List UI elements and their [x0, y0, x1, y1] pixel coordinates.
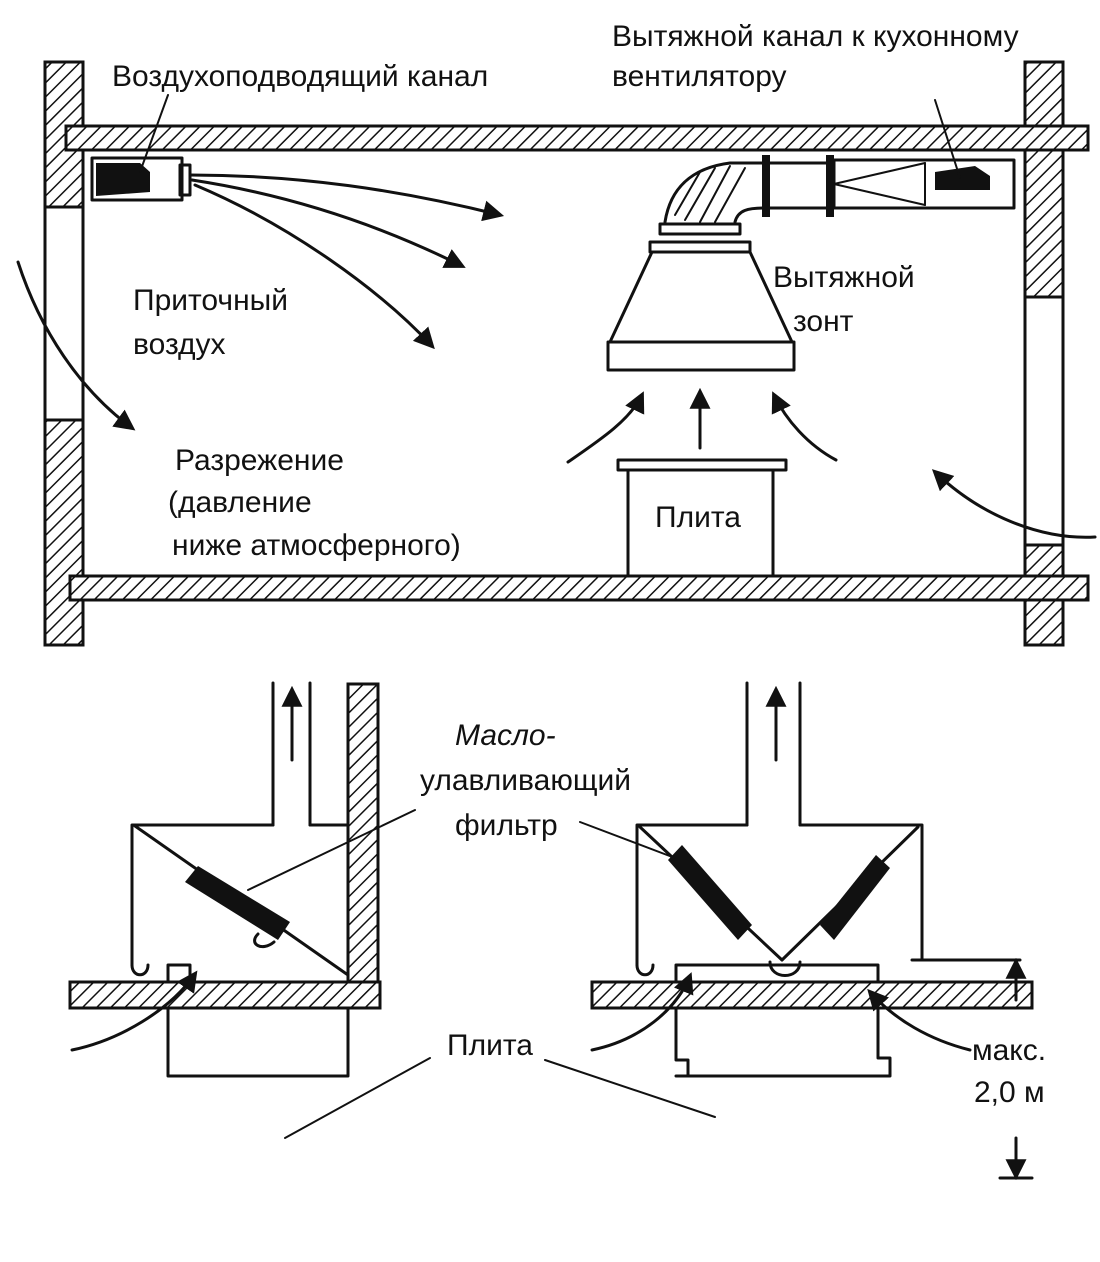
exhaust-duct: [663, 155, 1016, 224]
supply-duct-leader: [139, 94, 169, 173]
max-height-label-1: макс.: [972, 1034, 1046, 1067]
supply-duct: [90, 156, 192, 202]
exhaust-duct-label-1: Вытяжной канал к кухонному: [612, 20, 1019, 53]
right-inflow-arrow: [931, 469, 1097, 539]
stove-top-scene: [616, 458, 788, 578]
floor-slab: [68, 574, 1090, 602]
right-wall: [1023, 60, 1065, 299]
exhaust-hood: [606, 222, 796, 372]
hood-label-1: Вытяжной: [773, 261, 915, 294]
left-wall-lower: [43, 418, 85, 647]
max-height-label-2: 2,0 м: [974, 1076, 1045, 1109]
bottom-left-wall: [346, 682, 380, 984]
filter-label-1: Масло-: [455, 719, 556, 752]
top-scene: Воздухоподводящий канал Вытяжной канал к…: [16, 20, 1097, 647]
exhaust-duct-leader: [934, 99, 961, 179]
stove-leader-left: [284, 1057, 431, 1139]
exhaust-duct-label-2: вентилятору: [612, 60, 787, 93]
underpressure-label-1: Разрежение: [175, 444, 344, 477]
supply-air-label-1: Приточный: [133, 284, 288, 317]
filter-leader-right: [579, 821, 676, 859]
supply-airflow-arrows: [188, 173, 505, 350]
underpressure-label-3: ниже атмосферного): [172, 529, 461, 562]
filter-label-2: улавливающий: [420, 764, 631, 797]
filter-label-3: фильтр: [455, 809, 558, 842]
stove-label-top: Плита: [655, 501, 741, 534]
hood-label-2: зонт: [793, 305, 854, 338]
hood-intake-arrows: [566, 387, 838, 464]
bottom-right-hood: [590, 681, 1034, 1181]
stove-leader-right: [544, 1059, 716, 1118]
underpressure-label-2: (давление: [168, 486, 312, 519]
ceiling-slab: [64, 124, 1090, 152]
stove-bottom-right: [674, 963, 892, 1078]
filter-leader-left: [247, 809, 416, 891]
left-inflow-arrow: [16, 260, 136, 431]
supply-duct-label: Воздухоподводящий канал: [112, 60, 488, 93]
stove-label-bottom: Плита: [447, 1029, 533, 1062]
supply-air-label-2: воздух: [133, 328, 226, 361]
bottom-left-hood: [68, 681, 382, 1078]
